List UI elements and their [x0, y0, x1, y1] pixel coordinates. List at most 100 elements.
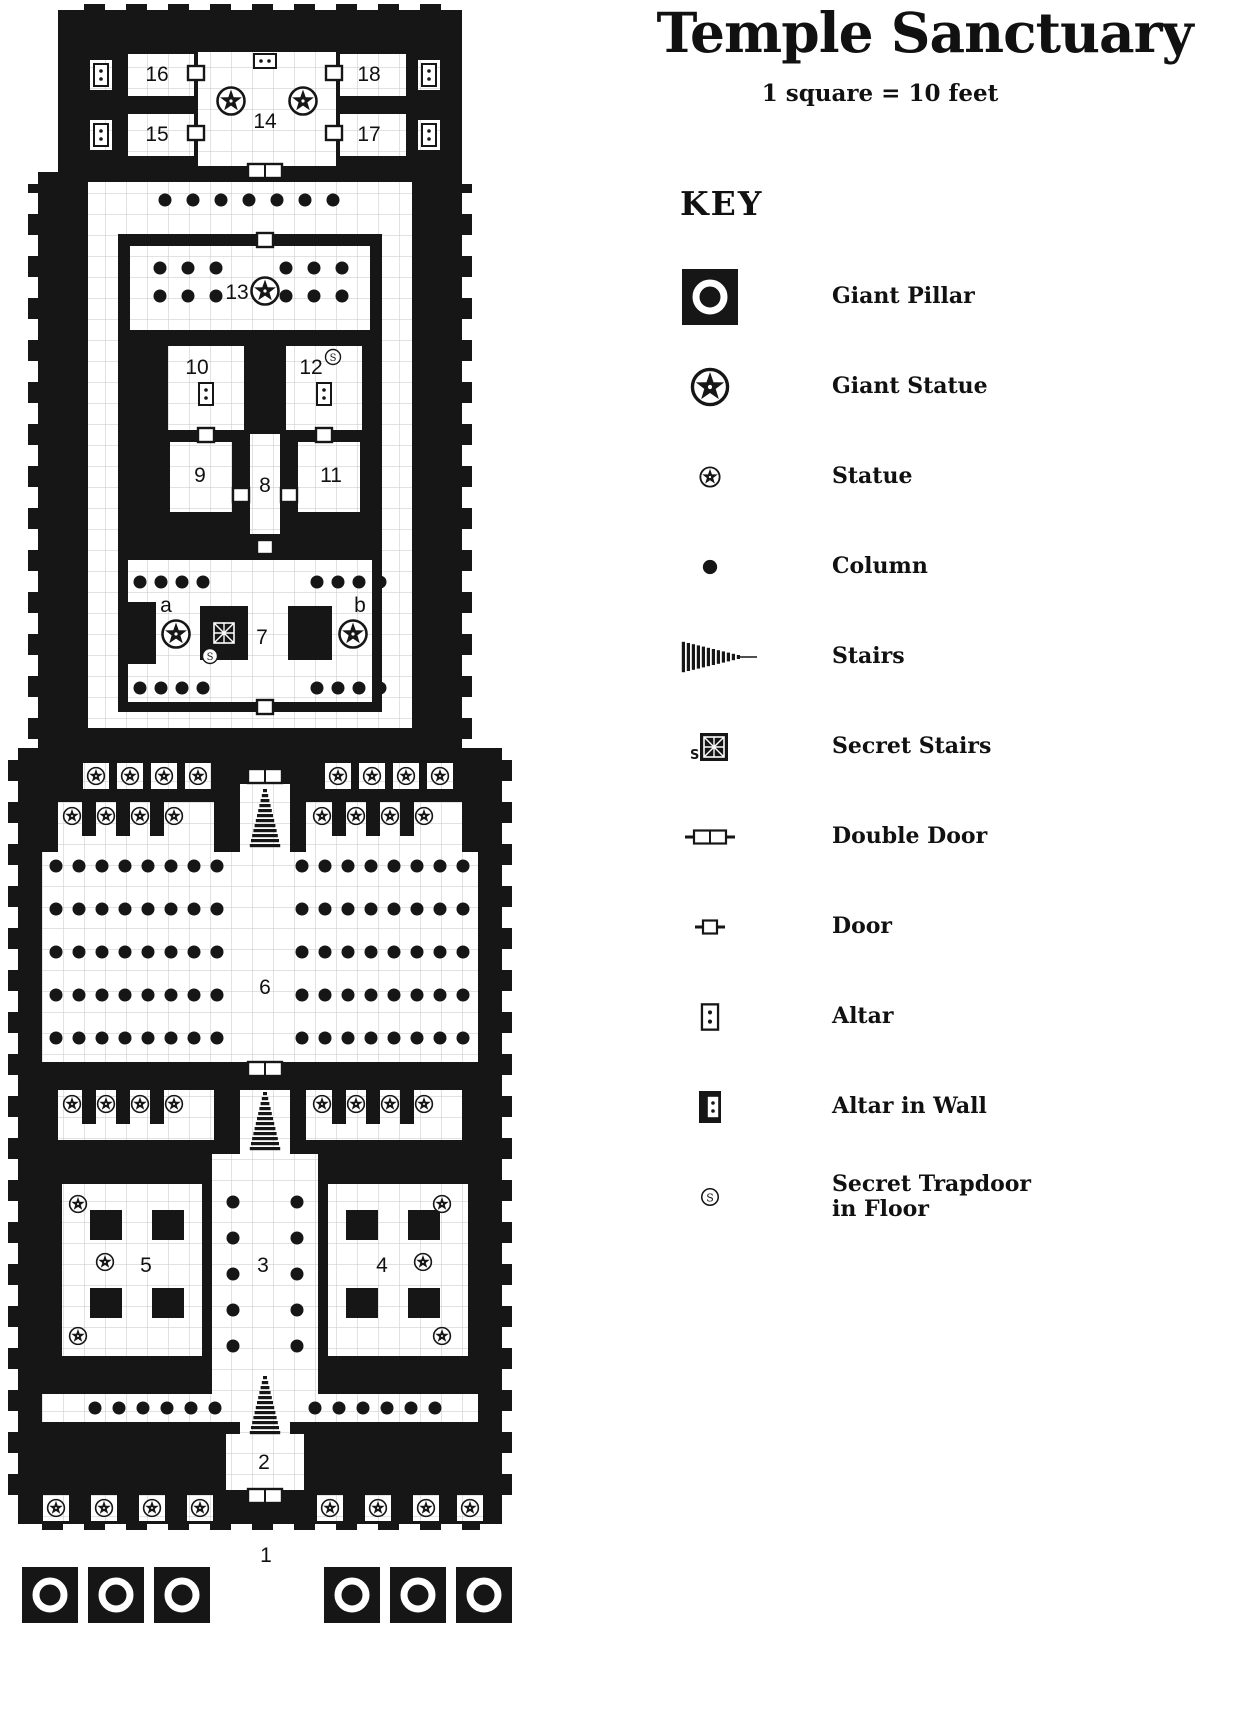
altar-symbol: [421, 123, 437, 147]
column-symbol: [270, 193, 284, 207]
key-row-secret-stairs: Secret Stairs: [660, 702, 1220, 792]
secret-trapdoor-symbol: [201, 647, 219, 665]
column-symbol: [187, 988, 201, 1002]
column-symbol: [318, 859, 332, 873]
column-symbol: [290, 1267, 304, 1281]
statue-symbol: [322, 1500, 339, 1517]
column-symbol: [210, 859, 224, 873]
statue-symbol: [64, 1096, 81, 1113]
room-label-a: a: [160, 594, 172, 617]
double-door-symbol: [246, 162, 284, 180]
column-symbol: [226, 1267, 240, 1281]
room-label-10: 10: [185, 356, 208, 379]
room-label-3: 3: [257, 1254, 269, 1277]
key-label: Giant Statue: [832, 373, 988, 400]
column-symbol: [153, 289, 167, 303]
column-symbol: [387, 1031, 401, 1045]
column-symbol: [49, 859, 63, 873]
column-symbol: [310, 681, 324, 695]
door-symbol: [255, 538, 275, 556]
column-symbol: [341, 902, 355, 916]
statue-symbol: [462, 1500, 479, 1517]
column-symbol: [331, 681, 345, 695]
column-symbol: [141, 902, 155, 916]
column-symbol: [133, 575, 147, 589]
key-row-altar-in-wall: Altar in Wall: [660, 1062, 1220, 1152]
column-symbol: [387, 988, 401, 1002]
column-symbol: [433, 945, 447, 959]
column-symbol: [226, 1195, 240, 1209]
room-label-b: b: [354, 594, 366, 617]
column-symbol: [433, 1031, 447, 1045]
statue-symbol: [314, 1096, 331, 1113]
room-label-7: 7: [256, 626, 268, 649]
statue-symbol: [156, 768, 173, 785]
statue-symbol: [192, 1500, 209, 1517]
altar-symbol: [93, 123, 109, 147]
statue-symbol: [416, 1096, 433, 1113]
room-label-17: 17: [357, 123, 380, 146]
column-symbol: [164, 945, 178, 959]
column-symbol: [208, 1401, 222, 1415]
column-symbol: [318, 902, 332, 916]
column-symbol: [410, 902, 424, 916]
room-label-15: 15: [145, 123, 168, 146]
key-row-altar: Altar: [660, 972, 1220, 1062]
column-symbol: [380, 1401, 394, 1415]
column-symbol: [308, 1401, 322, 1415]
key-row-giant-statue: Giant Statue: [660, 342, 1220, 432]
column-symbol: [226, 1231, 240, 1245]
room-label-1: 1: [260, 1544, 272, 1567]
statue-symbol: [166, 808, 183, 825]
column-symbol: [356, 1401, 370, 1415]
column-symbol: [295, 902, 309, 916]
column-symbol: [352, 575, 366, 589]
column-symbol: [373, 681, 387, 695]
altar-symbol: [421, 63, 437, 87]
column-symbol: [428, 1401, 442, 1415]
key-label: Door: [832, 913, 893, 940]
column-symbol: [72, 988, 86, 1002]
column-symbol: [49, 945, 63, 959]
statue-symbol: [132, 1096, 149, 1113]
giant-pillar-symbol: [456, 1567, 512, 1623]
room-label-9: 9: [194, 464, 206, 487]
column-symbol: [72, 902, 86, 916]
statue-symbol: [190, 768, 207, 785]
column-symbol: [88, 1401, 102, 1415]
giant-pillar-symbol: [324, 1567, 380, 1623]
column-symbol: [364, 1031, 378, 1045]
column-symbol: [352, 681, 366, 695]
altar-in-wall-icon: [698, 1090, 722, 1124]
column-symbol: [133, 681, 147, 695]
column-symbol: [307, 289, 321, 303]
statue-symbol: [166, 1096, 183, 1113]
column-symbol: [214, 193, 228, 207]
column-symbol: [118, 902, 132, 916]
column-symbol: [164, 1031, 178, 1045]
double-door-symbol: [246, 767, 284, 785]
column-symbol: [164, 902, 178, 916]
room-label-8: 8: [259, 474, 271, 497]
room-label-13: 13: [225, 281, 248, 304]
column-symbol: [326, 193, 340, 207]
secret-trapdoor-symbol: [324, 348, 342, 366]
column-symbol: [95, 945, 109, 959]
statue-symbol: [314, 808, 331, 825]
column-symbol: [160, 1401, 174, 1415]
column-symbol: [295, 988, 309, 1002]
column-symbol: [210, 945, 224, 959]
giant-statue-icon: [690, 367, 730, 407]
giant-statue-symbol: [216, 86, 246, 116]
column-symbol: [158, 193, 172, 207]
key-label: Column: [832, 553, 928, 580]
statue-symbol: [434, 1328, 451, 1345]
scale-note: 1 square = 10 feet: [761, 80, 999, 107]
column-symbol: [373, 575, 387, 589]
column-symbol: [318, 988, 332, 1002]
column-symbol: [187, 945, 201, 959]
column-symbol: [364, 859, 378, 873]
statue-symbol: [415, 1254, 432, 1271]
key-row-double-door: Double Door: [660, 792, 1220, 882]
column-symbol: [387, 945, 401, 959]
